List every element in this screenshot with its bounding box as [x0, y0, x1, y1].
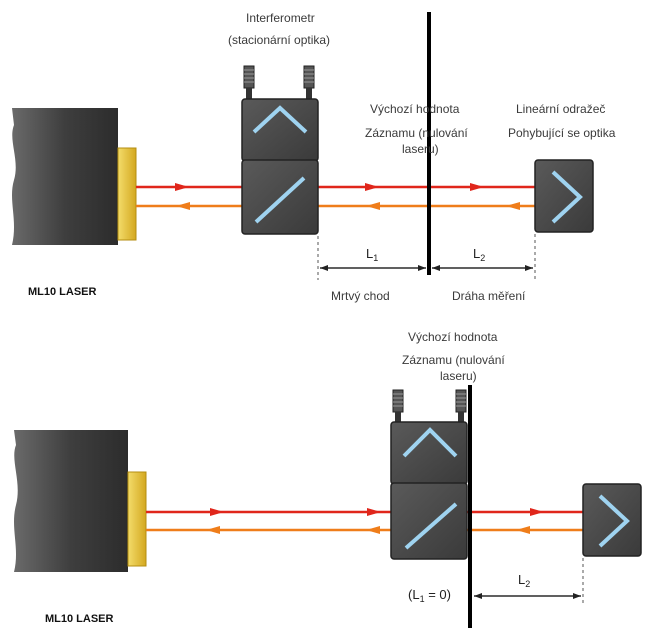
ml10-laser-top	[12, 108, 137, 245]
linear-reflector-top	[534, 159, 594, 233]
interferometer-subtitle: (stacionární optika)	[228, 33, 330, 47]
laser-label-bottom: ML10 LASER	[45, 613, 114, 625]
measurement-path-label: Dráha měření	[452, 289, 526, 303]
top-diagram: ML10 LASER	[12, 11, 616, 303]
l1-label-top: L1	[366, 246, 378, 263]
l1-zero-label: (L1 = 0)	[408, 587, 451, 604]
datum-label-line3-bottom: laseru)	[440, 369, 477, 383]
interferometer-top	[241, 65, 319, 235]
laser-label-top: ML10 LASER	[28, 286, 97, 298]
reflector-label-line2: Pohybující se optika	[508, 126, 616, 140]
ml10-laser-bottom	[14, 430, 147, 572]
l2-label-top: L2	[473, 246, 485, 263]
datum-label-line2-top: Záznamu (nulování	[365, 126, 468, 140]
dimensions-top	[317, 234, 536, 280]
bottom-diagram: ML10 LASER	[14, 330, 642, 628]
interferometer-bottom	[390, 389, 468, 560]
dimensions-bottom	[474, 558, 584, 605]
datum-label-line2-bottom: Záznamu (nulování	[402, 353, 505, 367]
datum-label-line3-top: laseru)	[402, 142, 439, 156]
beam-path-bottom	[146, 442, 628, 534]
datum-label-line1-top: Výchozí hodnota	[370, 102, 460, 116]
interferometer-title: Interferometr	[246, 11, 315, 25]
reflector-label-line1: Lineární odražeč	[516, 102, 605, 116]
datum-label-line1-bottom: Výchozí hodnota	[408, 330, 498, 344]
l2-label-bottom: L2	[518, 572, 530, 589]
dead-path-label: Mrtvý chod	[331, 289, 390, 303]
linear-reflector-bottom	[582, 483, 642, 557]
